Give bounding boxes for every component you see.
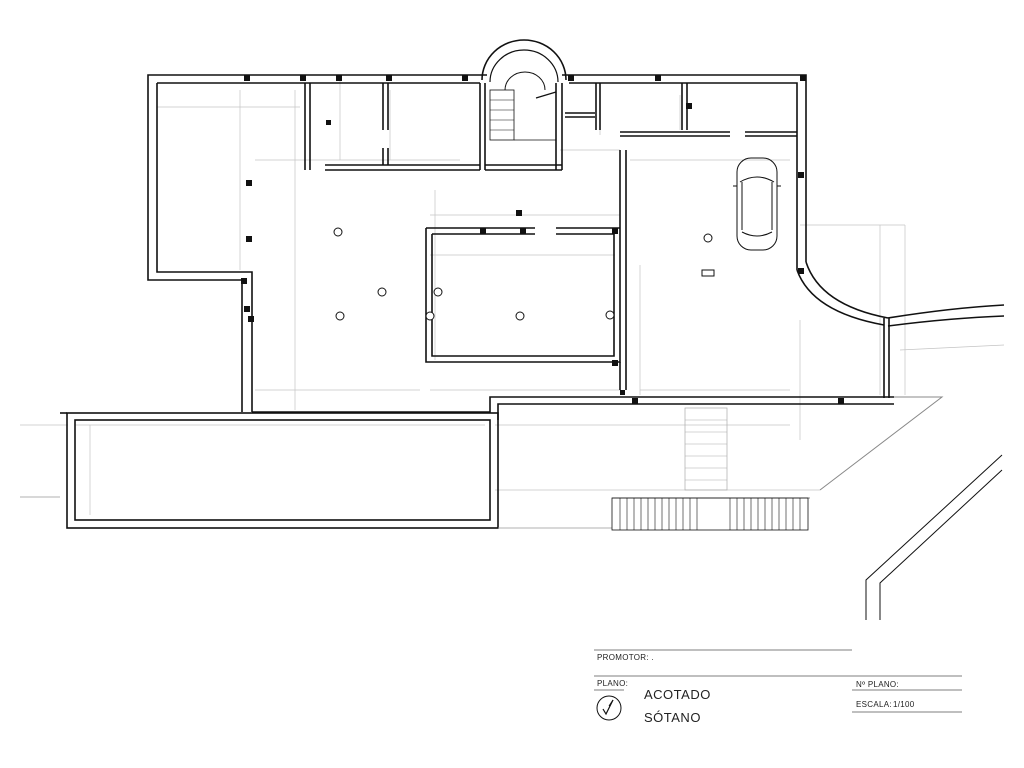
- promotor-label: PROMOTOR: .: [597, 653, 654, 662]
- plan-number-label: Nº PLANO:: [856, 680, 899, 689]
- pool: [20, 412, 612, 529]
- dimension-lines: [20, 80, 1005, 515]
- plano-label: PLANO:: [597, 679, 629, 688]
- car-icon: [733, 157, 781, 251]
- pillars: [241, 75, 844, 404]
- scale-value: 1/100: [893, 700, 915, 709]
- north-arrow-icon: [596, 695, 622, 721]
- plan-title-line2: SÓTANO: [644, 710, 701, 725]
- scale-label: ESCALA:: [856, 700, 892, 709]
- floor-drain: [701, 269, 715, 277]
- columns: [333, 227, 713, 321]
- spiral-stair-icon: [481, 39, 567, 141]
- plan-title-line1: ACOTADO: [644, 687, 711, 702]
- title-block-frame: [594, 649, 962, 713]
- exterior-walls: [147, 74, 1005, 420]
- terrace: [611, 396, 1003, 620]
